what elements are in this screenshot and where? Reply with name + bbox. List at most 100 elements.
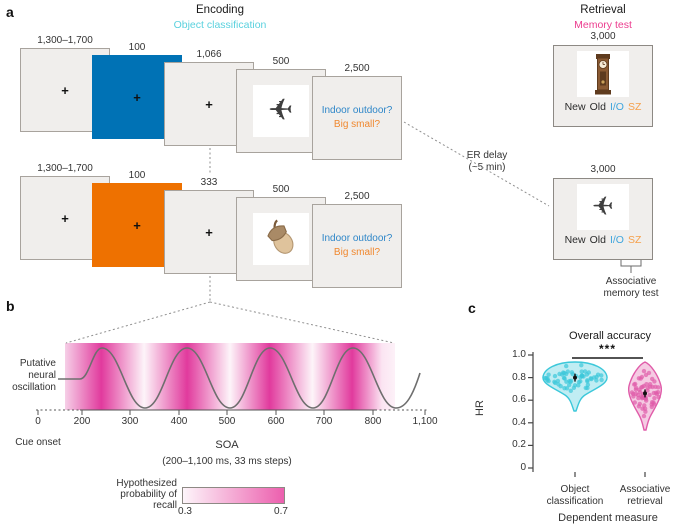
data-point — [563, 371, 569, 377]
data-point — [564, 379, 569, 384]
funnel-line-right — [209, 301, 395, 344]
legend-label: recall — [153, 500, 177, 511]
data-point — [636, 376, 642, 381]
screen-object-airplane: ✈ — [236, 69, 326, 153]
screen-question: Indoor outdoor? Big small? — [312, 76, 402, 160]
er-delay-label: ER delay — [466, 150, 508, 161]
question-big-small: Big small? — [333, 247, 381, 258]
recall-probability-colorbar — [182, 487, 285, 504]
fixation-cross: + — [61, 210, 69, 226]
data-point — [556, 382, 561, 387]
data-point — [578, 379, 583, 384]
question-big-small: Big small? — [333, 119, 381, 130]
hr-tick-label: 0 — [520, 462, 526, 473]
soa-axis-label: SOA — [215, 439, 239, 451]
encoding-subtitle: Object classification — [173, 19, 267, 31]
soa-tick-label: 600 — [267, 416, 285, 427]
screen-question: Indoor outdoor? Big small? — [312, 204, 402, 288]
group2-label: retrieval — [627, 496, 663, 507]
violin-jitter-points — [543, 363, 661, 419]
hr-tick-label: 0.8 — [512, 371, 526, 383]
option-io: I/O — [609, 234, 624, 246]
data-point — [649, 404, 654, 410]
hr-tick-marks — [528, 354, 533, 469]
significance-stars: *** — [598, 342, 616, 356]
duration-label: 100 — [128, 42, 146, 53]
data-point — [579, 369, 584, 374]
duration-label: 100 — [128, 170, 146, 181]
duration-label: 1,300–1,700 — [37, 35, 93, 46]
duration-label: 500 — [272, 184, 290, 195]
data-point — [646, 370, 652, 376]
option-io: I/O — [609, 101, 624, 113]
data-point — [635, 392, 641, 398]
associative-test-label: Associative — [605, 276, 657, 287]
data-point — [579, 363, 584, 368]
duration-label: 3,000 — [590, 164, 616, 175]
panel-c-label: c — [468, 300, 476, 316]
retrieval-screen-clock: New Old I/O SZ — [553, 45, 653, 127]
option-old: Old — [589, 234, 606, 246]
data-point — [656, 385, 661, 390]
soa-tick-label: 200 — [73, 416, 91, 427]
data-point — [647, 392, 652, 398]
duration-label: 1,300–1,700 — [37, 163, 93, 174]
group1-label: Object — [560, 484, 590, 495]
soa-axis-note: (200–1,100 ms, 33 ms steps) — [162, 456, 292, 467]
data-point — [629, 390, 635, 395]
panel-b-label: b — [6, 298, 15, 314]
legend-label: probability of — [120, 489, 177, 500]
violin-mean-markers — [573, 373, 647, 398]
data-point — [576, 383, 581, 388]
data-point — [632, 382, 637, 387]
group2-label: Associative — [619, 484, 671, 495]
fixation-cross: + — [133, 89, 141, 105]
encoding-title: Encoding — [196, 4, 244, 16]
option-new: New — [564, 101, 586, 113]
er-delay-duration: (~5 min) — [468, 162, 506, 173]
mean-marker — [643, 391, 647, 396]
legend-label: Hypothesized — [116, 478, 177, 489]
data-point — [564, 363, 569, 369]
retrieval-subtitle: Memory test — [574, 19, 632, 31]
cue-onset-label: Cue onset — [15, 437, 61, 448]
data-point — [652, 379, 657, 384]
data-point — [641, 368, 647, 374]
fixation-cross: + — [61, 82, 69, 98]
data-point — [637, 387, 642, 392]
data-point — [571, 385, 577, 390]
data-point — [636, 404, 642, 409]
associative-bracket — [620, 260, 642, 273]
data-point — [589, 376, 594, 382]
er-delay-connector-line — [403, 121, 550, 207]
data-point — [570, 372, 575, 377]
duration-label: 333 — [200, 177, 218, 188]
data-point — [568, 388, 573, 393]
oscillation-wave — [58, 347, 421, 409]
clock-image — [577, 51, 629, 97]
data-point — [555, 378, 561, 384]
hr-tick-label: 0.6 — [512, 394, 526, 406]
soa-tick-label: 300 — [121, 416, 139, 427]
oscillation-label: Putative — [19, 358, 56, 369]
oscillation-label: neural — [28, 370, 56, 381]
option-old: Old — [589, 101, 606, 113]
acorn-icon — [267, 219, 294, 254]
dependent-measure-label: Dependent measure — [558, 512, 658, 524]
airplane-icon: ✈ — [268, 93, 294, 128]
group-tick-marks — [574, 472, 646, 477]
option-sz: SZ — [627, 101, 642, 113]
associative-test-label: memory test — [603, 288, 659, 299]
soa-tick-marks — [37, 410, 426, 415]
data-point — [633, 387, 639, 392]
data-point — [581, 374, 586, 379]
hr-tick-label: 0.4 — [512, 416, 526, 428]
fixation-cross: + — [205, 96, 213, 112]
duration-label: 2,500 — [344, 63, 370, 74]
data-point — [564, 386, 570, 391]
data-point — [552, 379, 557, 384]
data-point — [585, 382, 591, 387]
data-point — [647, 384, 653, 389]
duration-label: 2,500 — [344, 191, 370, 202]
